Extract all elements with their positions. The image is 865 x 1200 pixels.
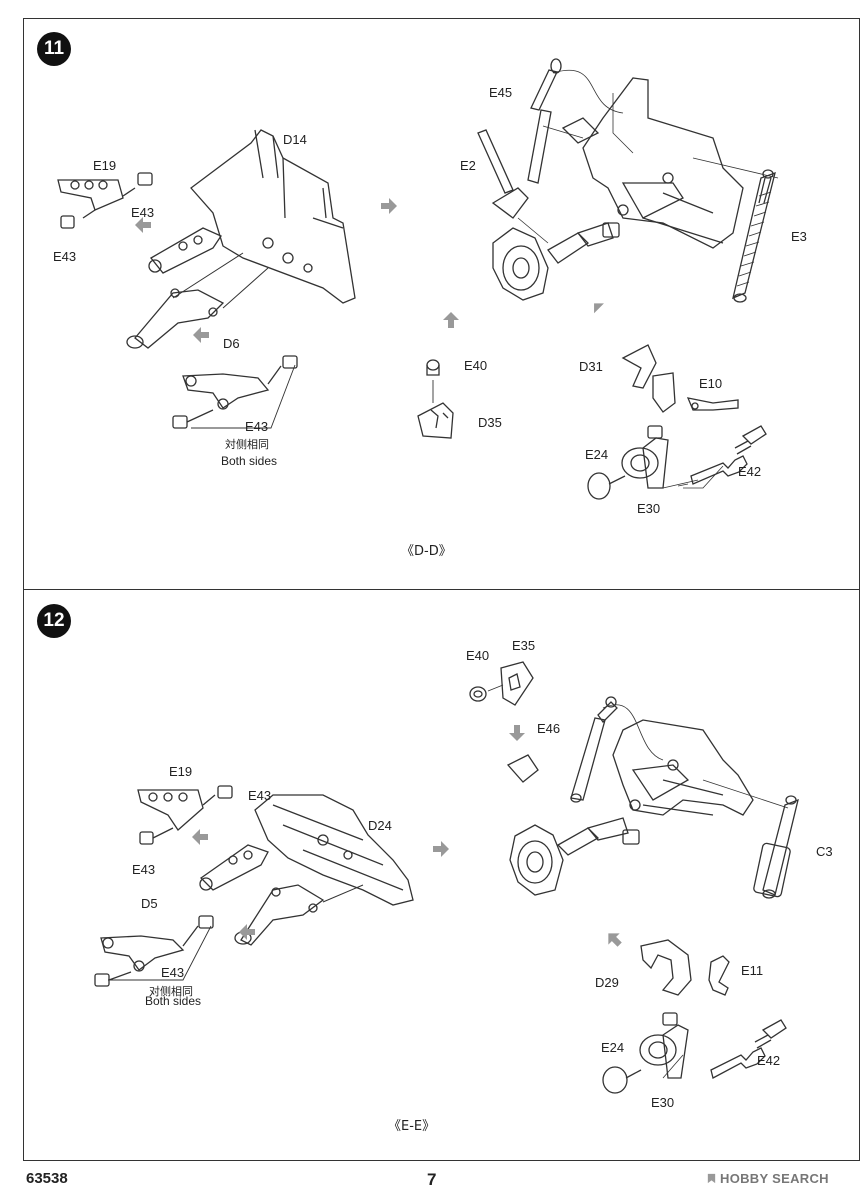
part-label-e19: E19 — [169, 764, 193, 779]
step-divider — [23, 589, 860, 590]
part-label-e10: E10 — [699, 376, 723, 391]
part-label-e30: E30 — [651, 1095, 675, 1110]
part-label-e46: E46 — [537, 721, 561, 736]
part-label-e35: E35 — [512, 638, 536, 653]
step-11-drawing — [57, 58, 779, 500]
part-label-e40: E40 — [464, 358, 488, 373]
watermark: HOBBY SEARCH — [706, 1171, 829, 1186]
part-label-c3: C3 — [816, 844, 833, 859]
step-number-badge: 12 — [37, 604, 71, 638]
part-label-e24: E24 — [585, 447, 609, 462]
both-sides-note: Both sides — [145, 994, 202, 1008]
part-label-e2: E2 — [460, 158, 476, 173]
part-label-e43-bottom: E43 — [245, 419, 269, 434]
part-label-e43-left: E43 — [132, 862, 156, 877]
watermark-text: HOBBY SEARCH — [720, 1171, 829, 1186]
both-sides-note-cn: 対侧相同 — [225, 439, 269, 451]
part-label-e19: E19 — [93, 158, 117, 173]
both-sides-note: Both sides — [221, 454, 278, 468]
section-label: 《D-D》 — [401, 544, 452, 559]
part-label-e40: E40 — [466, 648, 490, 663]
step-number-badge: 11 — [37, 32, 71, 66]
part-label-e43-top: E43 — [248, 788, 272, 803]
part-label-e42: E42 — [738, 464, 762, 479]
part-label-d35: D35 — [478, 415, 502, 430]
page-number: 7 — [427, 1170, 437, 1189]
product-code: 63538 — [26, 1170, 68, 1187]
part-label-e43-bottom: E43 — [161, 965, 185, 980]
section-label: 《E-E》 — [388, 1119, 436, 1134]
part-label-d31: D31 — [579, 359, 603, 374]
part-label-e3: E3 — [791, 229, 807, 244]
part-label-d5: D5 — [141, 896, 158, 911]
part-label-e43-top: E43 — [131, 205, 155, 220]
both-sides-note-cn: 对侧相同 — [149, 986, 193, 998]
part-label-e24: E24 — [601, 1040, 625, 1055]
step-12-drawing — [94, 661, 799, 1094]
step-11-panel: 11 — [23, 18, 860, 589]
step-12-panel: 12 — [23, 590, 860, 1161]
part-label-e45: E45 — [489, 85, 513, 100]
part-label-e30: E30 — [637, 501, 661, 516]
part-label-d14: D14 — [283, 132, 307, 147]
part-label-e11: E11 — [741, 963, 764, 978]
part-label-d6: D6 — [223, 336, 240, 351]
part-label-d24: D24 — [368, 818, 392, 833]
hobby-search-logo-icon — [707, 1173, 716, 1184]
part-label-e42: E42 — [757, 1053, 781, 1068]
part-label-d29: D29 — [595, 975, 619, 990]
part-label-e43-left: E43 — [53, 249, 77, 264]
